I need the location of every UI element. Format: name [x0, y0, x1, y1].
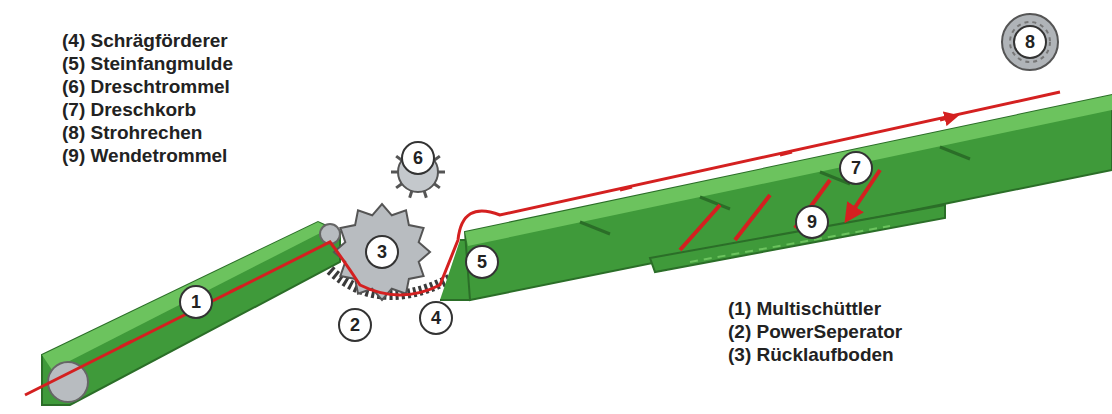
callout-number: 5	[465, 245, 499, 279]
callout-number: 9	[795, 205, 829, 239]
callout-number: 4	[419, 301, 453, 335]
feeder-top	[42, 222, 330, 370]
legend-entry: (6) Dreschtrommel	[62, 76, 230, 98]
flow-arrow	[120, 117, 952, 347]
drum-tooth	[438, 171, 445, 174]
drum-tooth	[434, 156, 440, 160]
callout-number: 7	[839, 151, 873, 185]
straw-rake-tines	[1010, 22, 1050, 62]
callout-number: 1	[179, 285, 213, 319]
legend-entry: (2) PowerSeperator	[728, 321, 902, 343]
callout-number: 2	[338, 308, 372, 342]
drum-tooth	[396, 184, 402, 188]
legend-entry: (7) Dreschkorb	[62, 99, 196, 121]
legend-entry: (8) Strohrechen	[62, 122, 202, 144]
return-pan	[650, 205, 945, 272]
feeder-housing	[42, 222, 340, 405]
crop-flow	[25, 92, 1060, 395]
threshing-drum	[334, 204, 430, 300]
pan-ridge	[690, 226, 890, 262]
callout-number: 3	[365, 235, 399, 269]
legend-entry: (3) Rücklaufboden	[728, 344, 894, 366]
drum-tooth	[410, 191, 412, 198]
drum-tooth	[434, 184, 440, 188]
straw-walker	[465, 95, 1112, 300]
legend-entry: (5) Steinfangmulde	[62, 53, 233, 75]
drum-tooth	[424, 191, 426, 198]
legend-entry: (1) Multischüttler	[728, 298, 881, 320]
legend-entry: (9) Wendetrommel	[62, 145, 227, 167]
gear-outline	[334, 204, 430, 300]
callout-number: 8	[1013, 25, 1047, 59]
callout-number: 6	[401, 141, 435, 175]
drum-tooth	[391, 171, 398, 174]
straw-walker-top	[465, 95, 1112, 246]
straw-rake	[1002, 14, 1058, 70]
legend-entry: (4) Schrägförderer	[62, 30, 228, 52]
